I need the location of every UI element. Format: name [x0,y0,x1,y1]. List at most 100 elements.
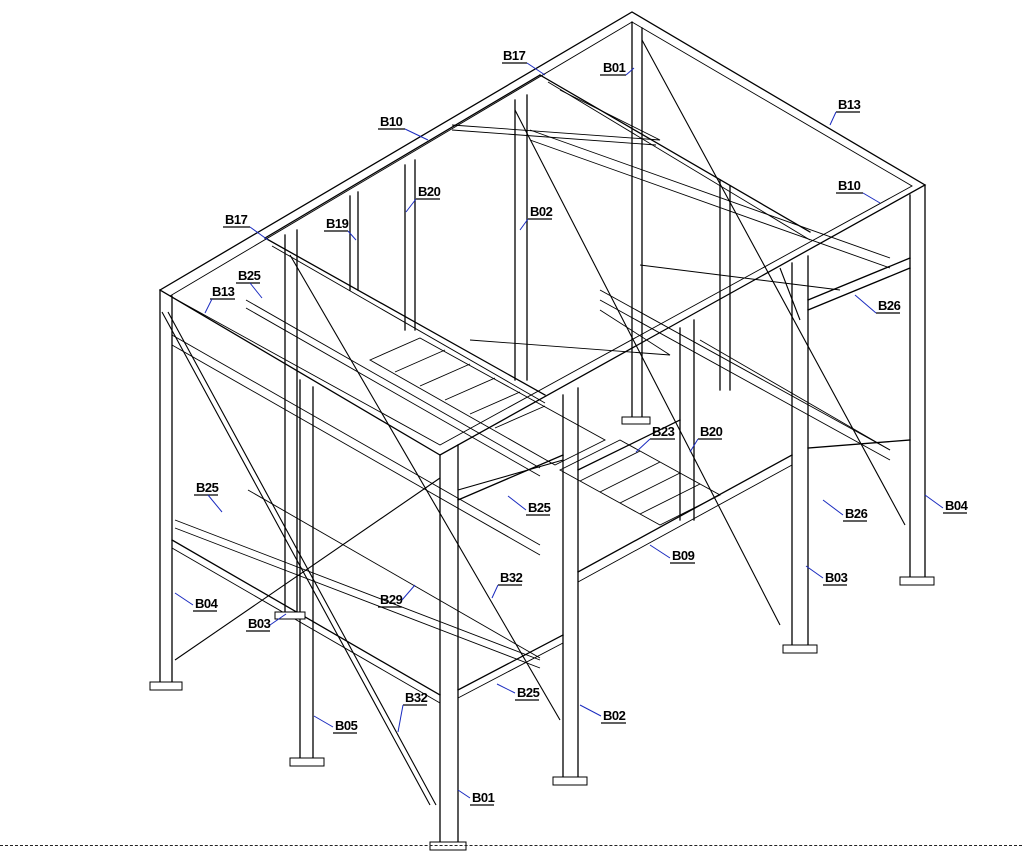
label-b20-mid: B20 [689,424,723,453]
stair-tread-3 [444,377,496,401]
rail-front-low-inner [457,642,564,699]
label-b32-low: B32 [397,690,428,733]
top-frame-inner [169,21,913,446]
svg-text:B20: B20 [418,184,441,199]
beam-b17-top [264,74,541,239]
svg-text:B32: B32 [500,570,523,585]
svg-text:B26: B26 [878,298,901,313]
svg-text:B04: B04 [195,596,219,611]
svg-text:B19: B19 [326,216,349,231]
rod-short [779,267,801,321]
stair-platform-lower [559,439,721,526]
label-b26-right-low: B26 [822,499,868,522]
rod-b32-left [161,311,431,806]
rail-front-low [457,634,564,691]
label-b25-center: B25 [507,495,551,516]
rail-right-low [807,439,911,449]
rail-right-high-inner [807,267,911,311]
rail-b09-inner [577,464,793,583]
rail-b13-long [171,334,541,546]
svg-text:B05: B05 [335,718,358,733]
foot-plate-4 [552,776,588,786]
svg-text:B01: B01 [472,790,495,805]
svg-text:B03: B03 [825,570,848,585]
svg-text:B04: B04 [945,498,969,513]
label-b04-left: B04 [174,592,219,612]
stair-platform-upper [368,337,606,466]
stair-tread-1 [394,349,446,373]
rail-b29-long-b [174,527,541,669]
svg-text:B02: B02 [530,204,553,219]
rail-b25-long [245,299,541,469]
frame-members [149,11,935,851]
beam-b17-rear [539,74,811,233]
label-b02-back: B02 [519,204,553,231]
rail-left-low-inner [171,547,441,704]
rail-b26-top [529,129,891,259]
foot-plate-1 [149,681,183,691]
foot-plate-7 [274,611,306,620]
svg-text:B32: B32 [405,690,428,705]
label-b10-right: B10 [836,178,881,204]
svg-text:B03: B03 [248,616,271,631]
rail-b29-long [174,519,541,661]
label-b23: B23 [635,424,675,453]
svg-text:B17: B17 [225,212,248,227]
label-b25-left: B25 [194,480,223,513]
svg-text:B25: B25 [528,500,551,515]
rail-b25-long-b [245,307,541,477]
svg-text:B29: B29 [380,592,403,607]
svg-text:B17: B17 [503,48,526,63]
beam-b17-rear-inner [547,81,811,241]
label-b01-top: B01 [600,60,635,76]
label-b29: B29 [378,584,416,608]
rail-left-low [171,539,441,696]
stair-tread-5 [494,405,546,429]
rod-b32-left-b [167,311,437,806]
svg-text:B26: B26 [845,506,868,521]
part-labels: B17 B01 B13 B10 B10 B20 [174,48,969,806]
stair-tread-6 [579,450,641,482]
label-b17-left: B17 [223,212,269,241]
label-b32-mid: B32 [491,570,523,599]
label-b04-right: B04 [924,494,969,514]
svg-text:B09: B09 [672,548,695,563]
rod-front-small [457,459,564,491]
rod-right [641,39,906,526]
label-b20-back: B20 [405,184,441,213]
foot-plate-3 [429,841,467,851]
rail-b25-front [457,454,564,501]
label-b25-top-left: B25 [236,268,263,299]
rail-b25-lower [247,489,541,659]
mid-brace [469,309,671,356]
top-brace-1 [451,89,661,141]
label-b05: B05 [313,715,358,734]
svg-text:B02: B02 [603,708,626,723]
label-b10-left: B10 [378,114,429,141]
svg-text:B25: B25 [517,685,540,700]
rail-cross-right-2 [699,339,891,451]
label-b02-front: B02 [579,704,626,724]
rail-b13-long-b [171,344,541,556]
label-b03-right: B03 [805,565,848,586]
foot-plate-8 [621,416,651,425]
label-b13-top: B13 [829,97,861,126]
label-b19: B19 [324,216,357,241]
svg-text:B10: B10 [380,114,403,129]
foot-plate-5 [782,644,818,654]
label-b13-left: B13 [204,284,235,314]
label-b25-low: B25 [496,683,540,701]
svg-text:B13: B13 [838,97,861,112]
drawing-border-bottom [0,845,1022,858]
svg-text:B20: B20 [700,424,723,439]
label-b03-left: B03 [246,613,287,632]
svg-text:B23: B23 [652,424,675,439]
stair-tread-9 [639,483,701,515]
rail-cross-right [639,264,841,291]
rail-b09 [577,454,793,573]
stair-tread-8 [619,472,681,504]
rod-left-cross [174,477,441,661]
beam-b17-front-inner [271,245,546,404]
rod-b32-front [289,254,561,721]
